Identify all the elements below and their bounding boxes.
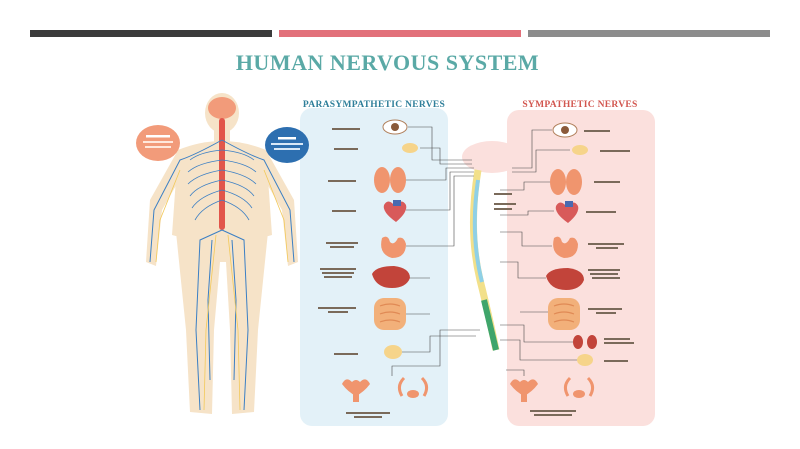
slide-title: HUMAN NERVOUS SYSTEM	[235, 50, 540, 75]
intestine-icon	[374, 298, 406, 330]
brain-icon	[208, 97, 236, 119]
parasympathetic-labels	[318, 128, 390, 418]
parasympathetic-organs	[342, 119, 429, 402]
top-accent-bar-dark	[30, 30, 272, 37]
parasympathetic-connectors	[391, 126, 480, 376]
bladder-icon	[384, 345, 402, 359]
sympathetic-connectors	[500, 129, 577, 376]
kidney-icon	[573, 335, 597, 349]
cns-bubble	[136, 125, 180, 161]
top-accent-bar-pink	[279, 30, 521, 37]
pns-bubble	[265, 127, 309, 163]
liver-icon	[546, 268, 584, 290]
uterus-icon	[342, 379, 370, 402]
liver-icon	[372, 266, 410, 288]
male-reproductive-icon	[397, 376, 429, 398]
parasympathetic-panel	[300, 108, 448, 426]
parasympathetic-title: PARASYMPATHETIC NERVES	[303, 100, 445, 110]
gland-icon	[402, 143, 418, 153]
top-accent-bar-gray	[528, 30, 770, 37]
male-reproductive-icon	[563, 376, 595, 398]
sympathetic-title: SYMPATHETIC NERVES	[522, 100, 637, 110]
gland-icon	[572, 145, 588, 155]
lungs-icon	[374, 167, 406, 193]
sympathetic-organs	[510, 122, 597, 402]
human-body-figure	[146, 93, 298, 414]
intestine-icon	[548, 298, 580, 330]
spinal-cord-icon	[219, 118, 225, 230]
stomach-icon	[381, 236, 406, 258]
sympathetic-panel	[507, 110, 655, 426]
central-brain-icon	[462, 141, 522, 173]
sympathetic-labels	[530, 130, 634, 416]
heart-icon	[383, 200, 407, 222]
bladder-icon	[577, 354, 593, 366]
uterus-icon	[510, 379, 538, 402]
stomach-icon	[553, 236, 578, 258]
heart-icon	[555, 201, 579, 223]
lungs-icon	[550, 169, 582, 195]
